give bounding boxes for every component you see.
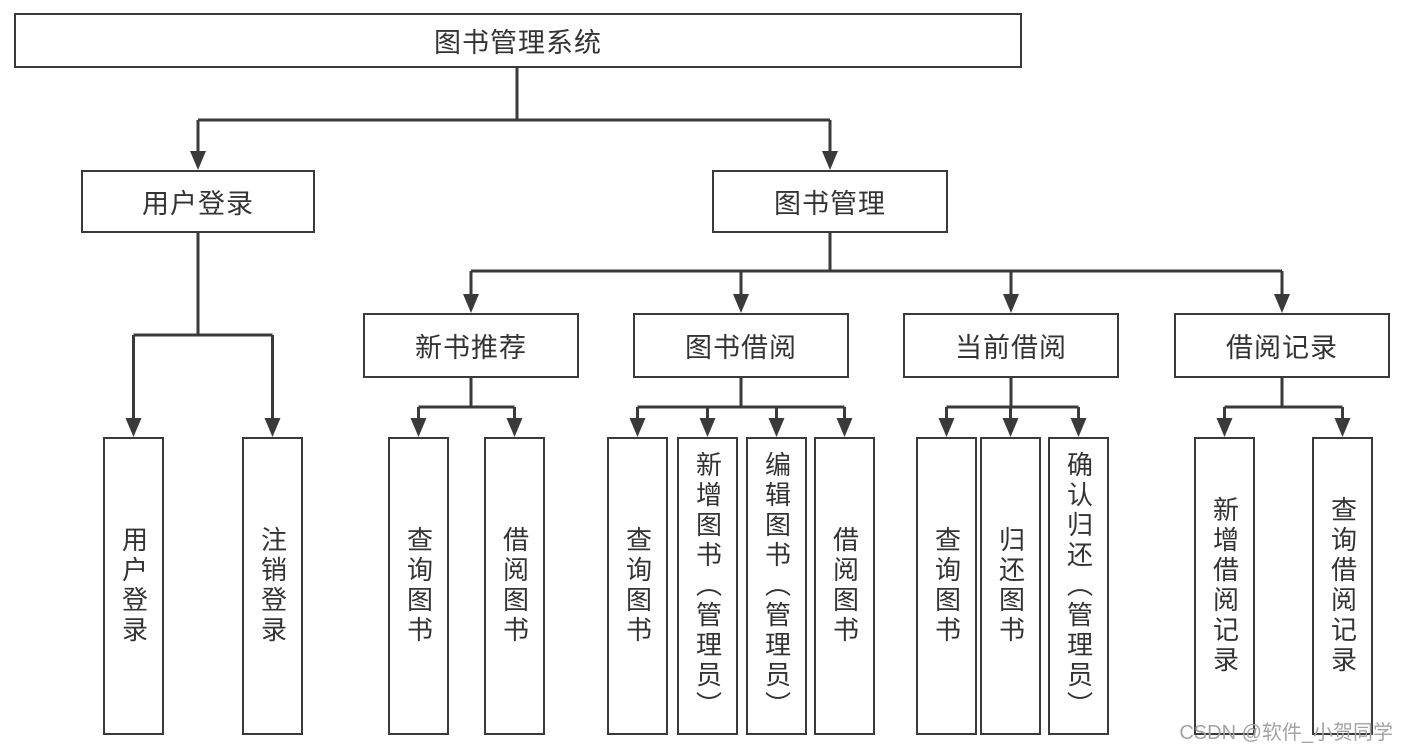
leaf-current-confirm-return-admin: 确认归还（管理员） (1048, 437, 1109, 735)
node-label: 图书管理系统 (434, 28, 602, 58)
leaf-newbook-borrow-books: 借阅图书 (484, 437, 545, 735)
node-label: 借阅记录 (1226, 333, 1338, 363)
leaf-current-query-books: 查询图书 (916, 437, 977, 735)
node-root: 图书管理系统 (14, 13, 1022, 68)
node-label: 图书管理 (774, 189, 886, 219)
leaf-borrowing-borrow-books: 借阅图书 (814, 437, 875, 735)
node-label: 借阅图书 (829, 526, 860, 646)
csdn-watermark: CSDN @软件_小贺同学 (1179, 722, 1393, 744)
leaf-logout: 注销登录 (242, 437, 303, 735)
node-label: 借阅图书 (499, 526, 530, 646)
node-new-book-recommend: 新书推荐 (363, 313, 579, 378)
node-label: 查询借阅记录 (1327, 496, 1358, 676)
node-label: 新增图书（管理员） (692, 451, 723, 721)
node-label: 查询图书 (403, 526, 434, 646)
node-current-borrowing: 当前借阅 (903, 313, 1119, 378)
node-label: 注销登录 (257, 526, 288, 646)
node-label: 查询图书 (931, 526, 962, 646)
node-label: 新增借阅记录 (1209, 496, 1240, 676)
node-label: 编辑图书（管理员） (761, 451, 792, 721)
node-label: 确认归还（管理员） (1063, 451, 1094, 721)
node-label: 当前借阅 (955, 333, 1067, 363)
node-label: 用户登录 (142, 189, 254, 219)
node-label: 新书推荐 (415, 333, 527, 363)
leaf-user-login: 用户登录 (103, 437, 164, 735)
node-label: 用户登录 (118, 526, 149, 646)
leaf-borrowing-edit-books-admin: 编辑图书（管理员） (746, 437, 807, 735)
node-label: 归还图书 (995, 526, 1026, 646)
node-borrowing-records: 借阅记录 (1174, 313, 1390, 378)
leaf-borrowing-query-books: 查询图书 (607, 437, 668, 735)
node-book-borrowing: 图书借阅 (633, 313, 849, 378)
leaf-records-query-record: 查询借阅记录 (1312, 437, 1373, 735)
node-book-management: 图书管理 (712, 170, 948, 233)
leaf-newbook-query-books: 查询图书 (388, 437, 449, 735)
leaf-records-add-record: 新增借阅记录 (1194, 437, 1255, 735)
leaf-current-return-books: 归还图书 (980, 437, 1041, 735)
node-user-login: 用户登录 (81, 170, 315, 233)
leaf-borrowing-add-books-admin: 新增图书（管理员） (677, 437, 738, 735)
node-label: 查询图书 (622, 526, 653, 646)
node-label: 图书借阅 (685, 333, 797, 363)
